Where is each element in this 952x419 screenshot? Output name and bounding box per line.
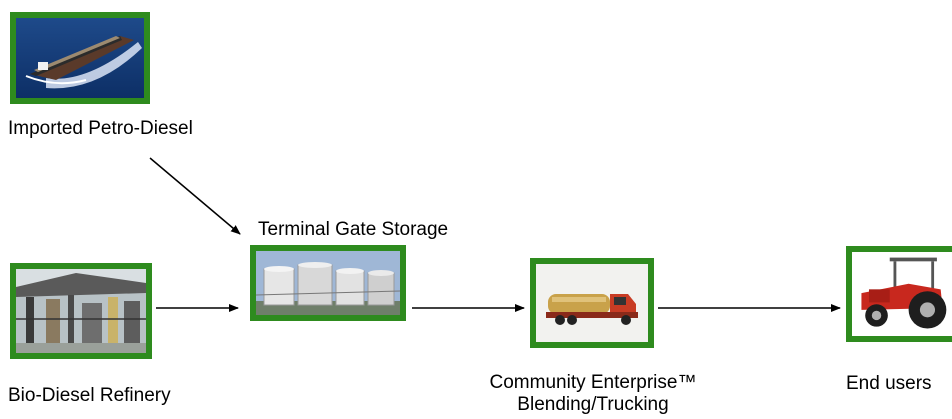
imported-petro-diesel-label: Imported Petro-Diesel (8, 118, 193, 139)
red-tractor-image (846, 246, 952, 342)
community-enterprise-line1: Community Enterprise™ (489, 372, 697, 393)
community-enterprise-label: Community Enterprise™ Blending/Trucking (458, 372, 728, 416)
storage-tanks-image (250, 245, 406, 321)
arrow-imported-to-terminal (149, 157, 241, 235)
bio-diesel-refinery-label: Bio-Diesel Refinery (8, 385, 171, 406)
end-users-label: End users (846, 373, 932, 394)
refinery-plant-image (10, 263, 152, 359)
oil-tanker-ship-image (10, 12, 150, 104)
tanker-truck-image (530, 258, 654, 348)
blending-trucking-line2: Blending/Trucking (517, 394, 669, 415)
terminal-gate-storage-label: Terminal Gate Storage (258, 219, 449, 240)
